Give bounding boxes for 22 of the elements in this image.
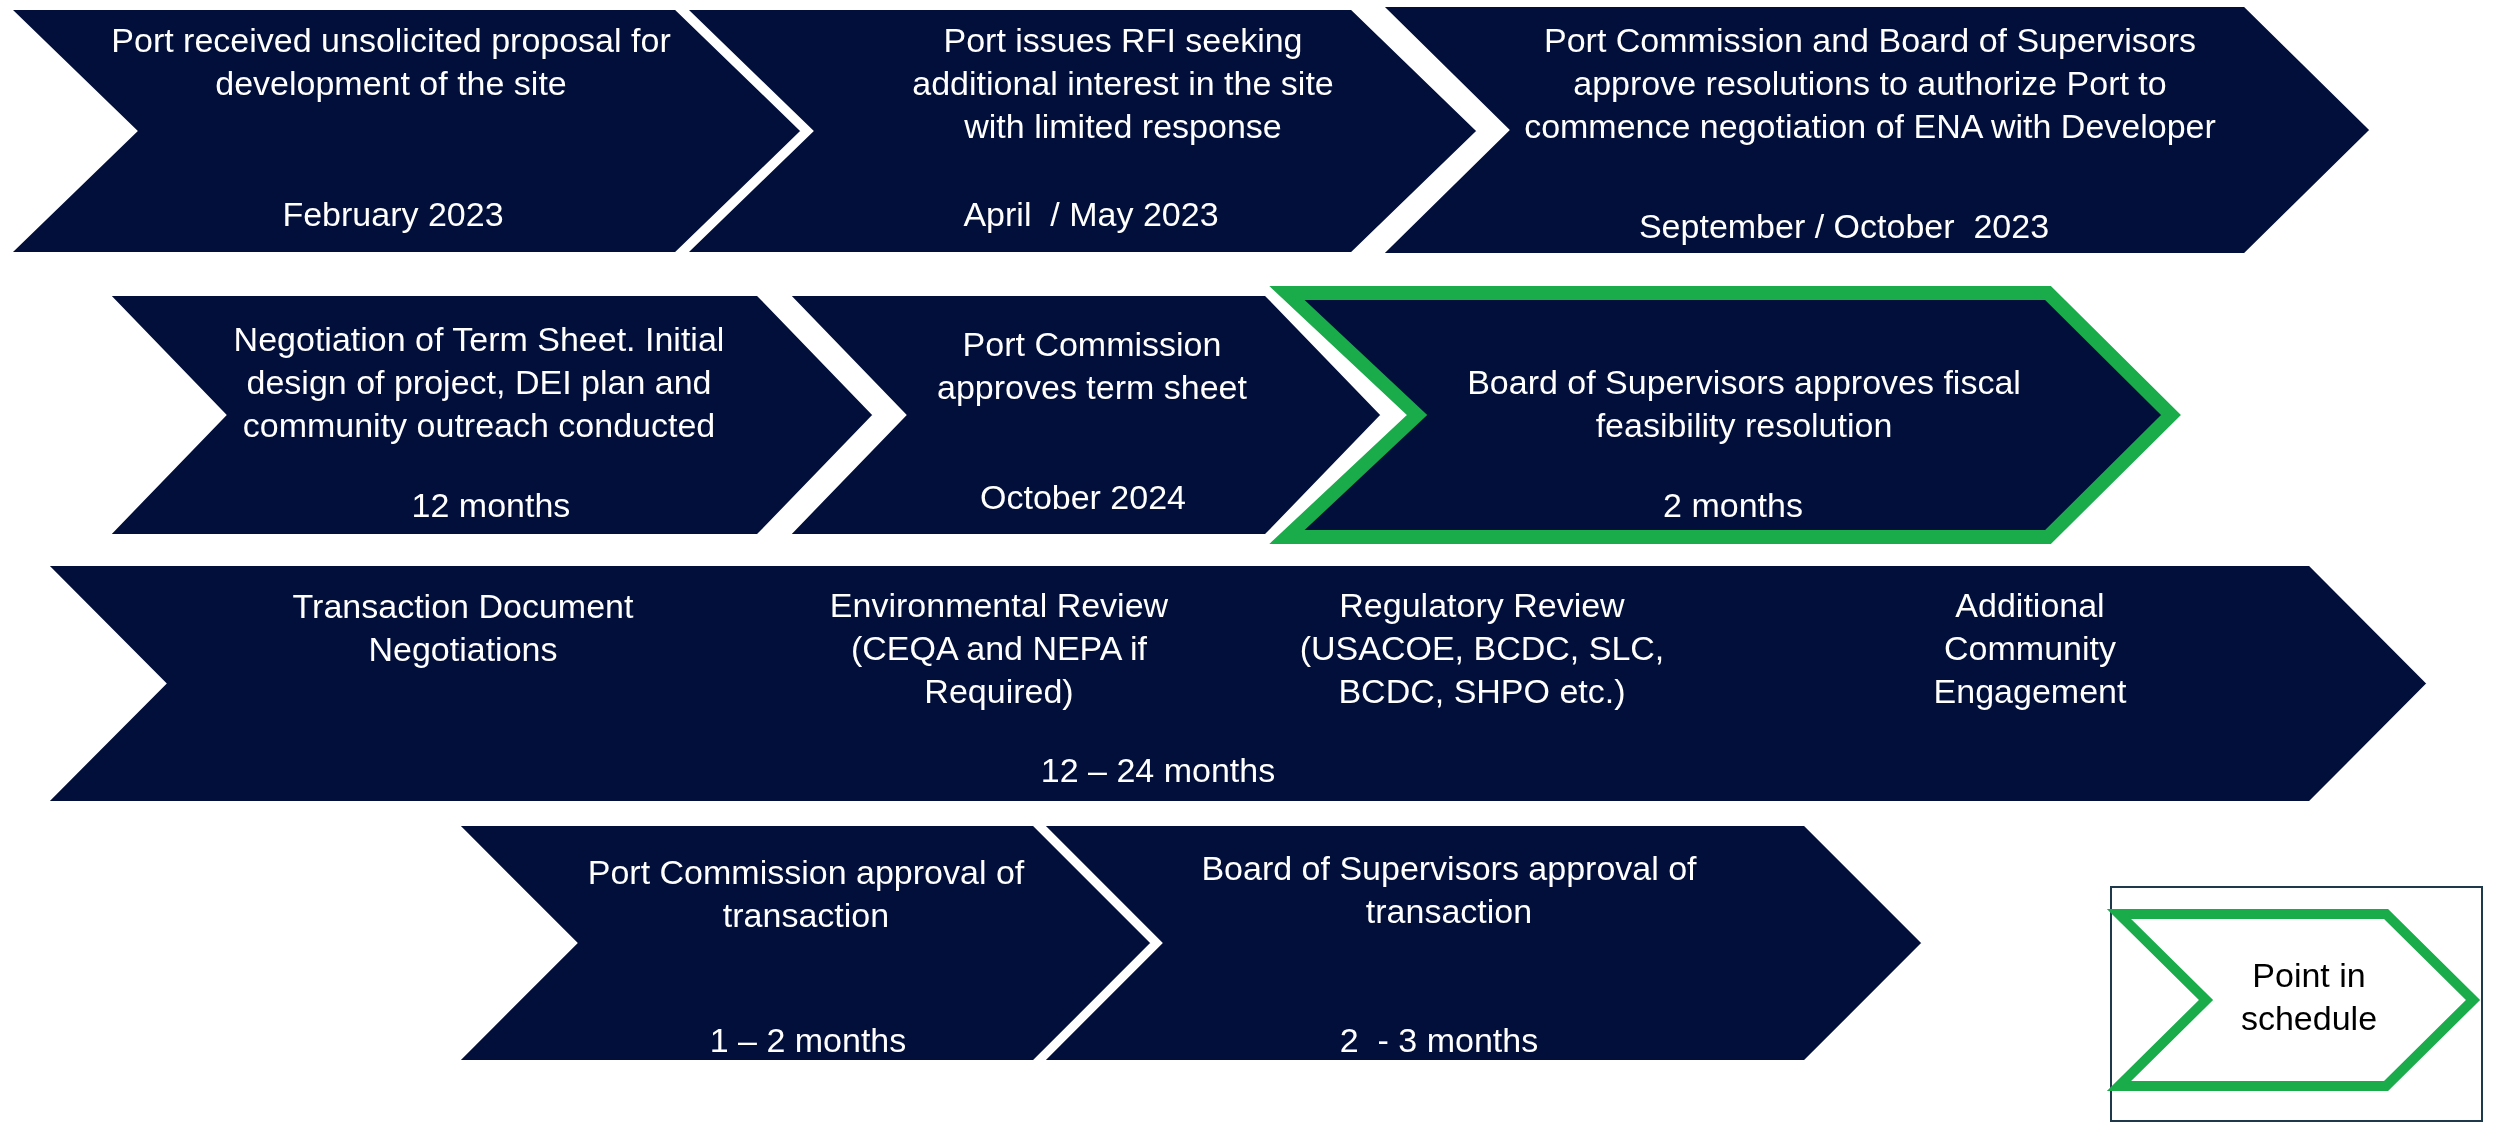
step-text: Environmental Review (CEQA and NEPA if Required): [828, 585, 1170, 713]
step-text: Point in schedule: [2239, 955, 2379, 1040]
step-text: Board of Supervisors approval of transaction: [1200, 848, 1698, 933]
duration-label: February 2023: [281, 194, 505, 235]
duration-label: 1 – 2 months: [708, 1020, 908, 1061]
step-text: Regulatory Review (USACOE, BCDC, SLC, BCDC, SHPO etc.): [1298, 585, 1666, 713]
step-text: Negotiation of Term Sheet. Initial design of project, DEI plan and community outreach conducted: [232, 319, 726, 447]
step-text: Board of Supervisors approves fiscal feasibility resolution: [1466, 362, 2022, 447]
duration-label: 2 months: [1662, 485, 1804, 526]
step-text: Port issues RFI seeking additional interest in the site with limited response: [911, 20, 1335, 148]
duration-label: 12 months: [410, 485, 572, 526]
duration-label: September / October 2023: [1637, 206, 2051, 247]
step-text: Port Commission and Board of Supervisors approve resolutions to authorize Port to commence negotiation of ENA with Developer: [1523, 20, 2217, 148]
duration-label: October 2024: [979, 477, 1187, 518]
duration-label: April / May 2023: [962, 194, 1220, 235]
step-text: Transaction Document Negotiations: [291, 586, 635, 671]
step-text: Port Commission approves term sheet: [936, 324, 1248, 409]
step-text: Port Commission approval of transaction: [586, 852, 1026, 937]
step-text: Additional Community Engagement: [1932, 585, 2128, 713]
step-text: Port received unsolicited proposal for development of the site: [110, 20, 672, 105]
duration-label: 12 – 24 months: [1039, 750, 1277, 791]
duration-label: 2 - 3 months: [1338, 1020, 1540, 1061]
